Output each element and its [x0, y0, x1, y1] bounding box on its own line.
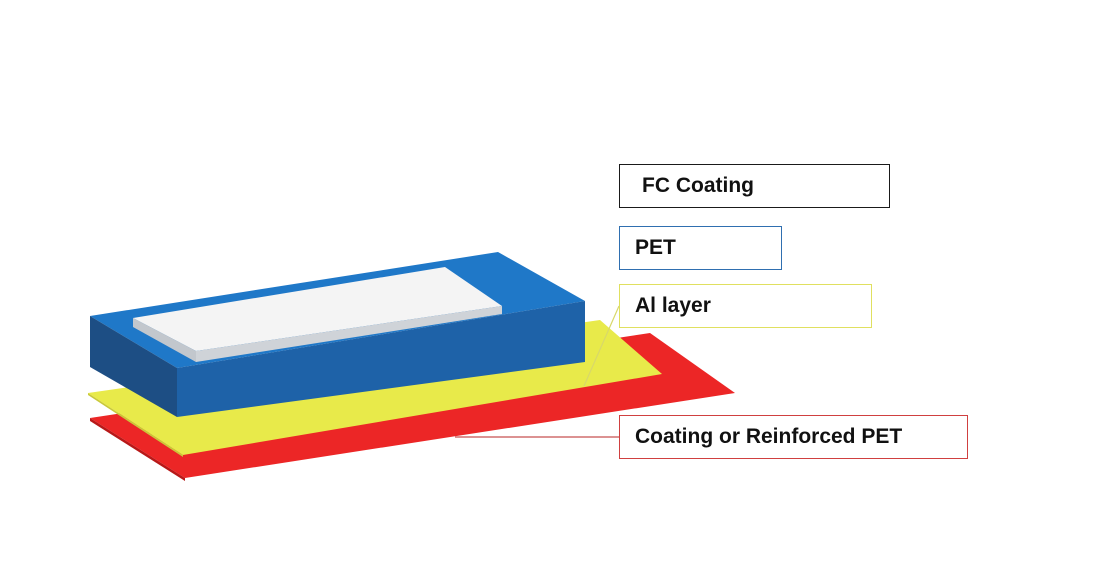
fc-coating-label-text: FC Coating — [642, 174, 754, 197]
coating-layer-edge — [90, 418, 185, 481]
fc-coating-left — [133, 318, 196, 362]
pet-label-text: PET — [635, 236, 676, 259]
fc-coating-label: FC Coating — [619, 164, 890, 208]
pet-label: PET — [619, 226, 782, 270]
coating-or-reinforced-pet-label: Coating or Reinforced PET — [619, 415, 968, 459]
pet-block-left — [90, 316, 177, 417]
al-leader-line — [583, 305, 620, 387]
coating-or-reinforced-pet-label-text: Coating or Reinforced PET — [635, 425, 903, 448]
pet-block-front — [177, 301, 585, 417]
fc-coating-front — [196, 306, 502, 362]
al-layer-label: Al layer — [619, 284, 872, 328]
al-layer-label-text: Al layer — [635, 294, 711, 317]
fc-coating-top — [133, 267, 502, 351]
al-layer-edge — [88, 393, 183, 457]
